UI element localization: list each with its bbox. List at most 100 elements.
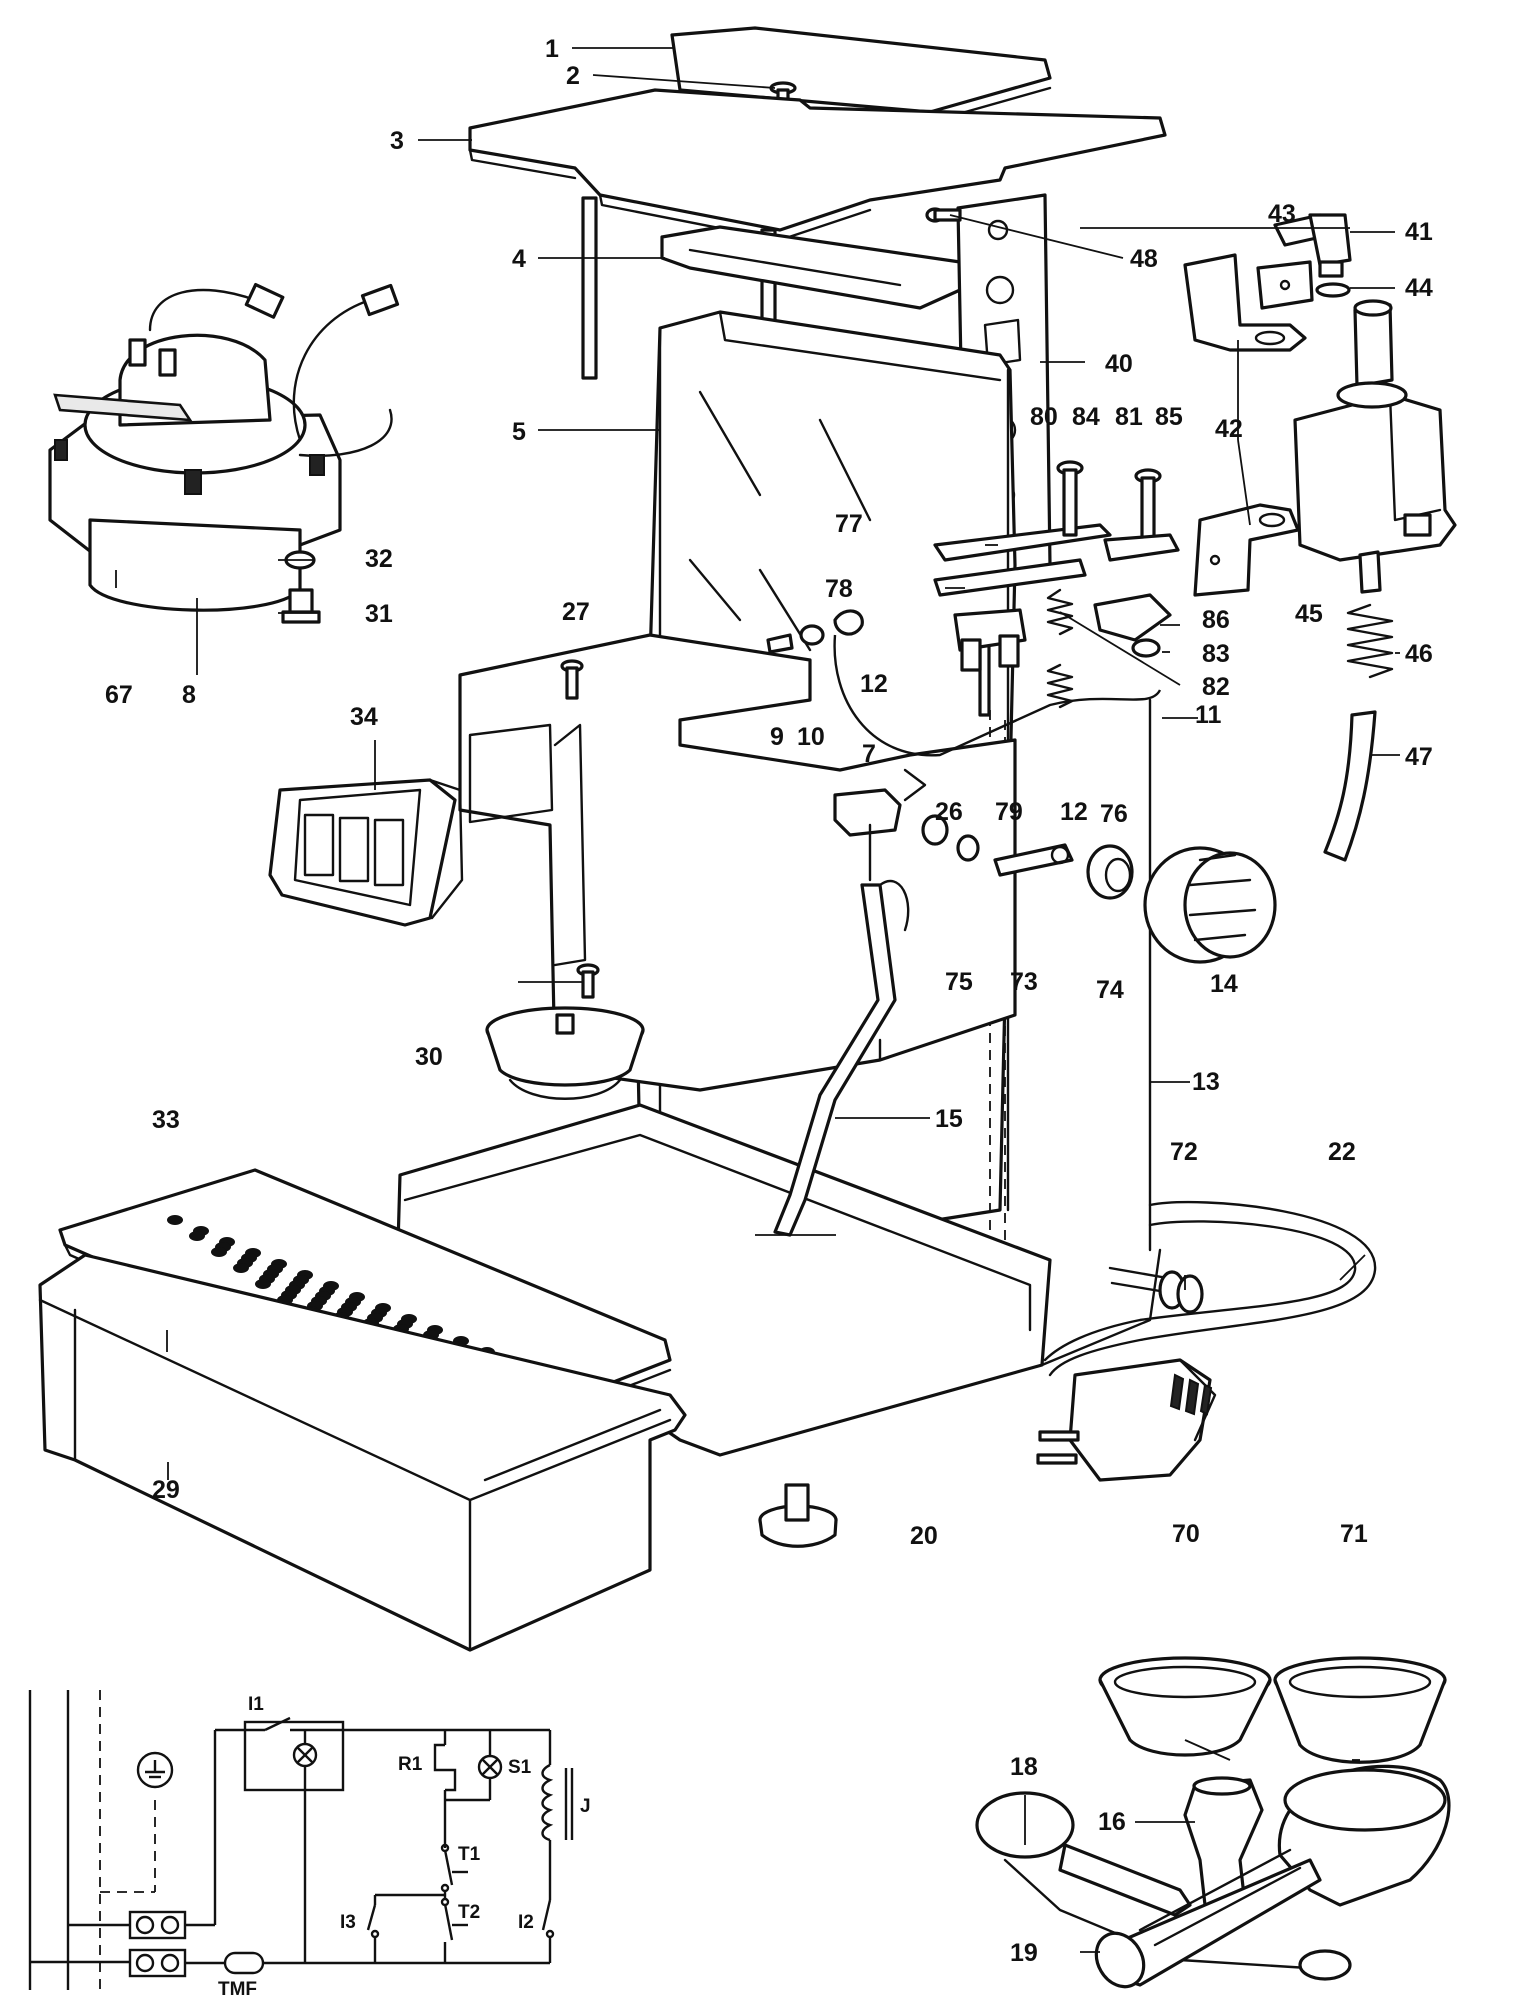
label-part-16: 16: [1098, 1808, 1126, 1836]
label-part-4: 4: [512, 245, 526, 273]
part-45-pump: [1293, 299, 1457, 594]
label-part-70: 70: [1172, 1520, 1200, 1548]
part-2b-screw: [576, 963, 600, 999]
label-part-82: 82: [1202, 673, 1230, 701]
part-47-tube: [1323, 710, 1377, 862]
ground-icon: [136, 1751, 174, 1789]
part-22-power-cord: [1043, 1200, 1377, 1377]
part-75-oring: [956, 834, 980, 862]
plug-icon: [1036, 1358, 1217, 1482]
label-part-86: 86: [1202, 606, 1230, 634]
label-part-20: 20: [910, 1522, 938, 1550]
label-part-27: 27: [562, 598, 590, 626]
part-labels: 1 2 3 4 5 7 8 9 10 11 12 12 13 14 15 16 …: [105, 35, 1433, 1967]
part-4-gasket: [660, 225, 962, 310]
label-part-34: 34: [350, 703, 378, 731]
part-31-screw: [281, 588, 321, 624]
label-part-44: 44: [1405, 274, 1433, 302]
label-part-15: 15: [935, 1105, 963, 1133]
circuit-label-j: J: [580, 1796, 591, 1817]
circuit-label-i2: I2: [518, 1912, 534, 1933]
part-7-steam-valve: [833, 768, 927, 882]
part-12-nut: [833, 609, 864, 636]
label-part-13: 13: [1192, 1068, 1220, 1096]
part-34-switch-panel: [268, 778, 464, 927]
label-part-22: 22: [1328, 1138, 1356, 1166]
label-part-5: 5: [512, 418, 526, 446]
part-29-drip-tray: [38, 1253, 687, 1652]
part-14-knob: [1143, 846, 1277, 964]
circuit-label-tmf: TMF: [218, 1979, 257, 2000]
base: [396, 1103, 1162, 1457]
label-part-84: 84: [1072, 403, 1100, 431]
part-80-screw: [1056, 460, 1084, 537]
label-part-7: 7: [862, 740, 876, 768]
part-78-plate: [933, 558, 1087, 597]
part-9-screw: [766, 633, 794, 654]
part-26-washer: [921, 814, 949, 846]
label-part-77: 77: [835, 510, 863, 538]
label-part-75: 75: [945, 968, 973, 996]
label-part-43: 43: [1268, 200, 1296, 228]
part-86-clip: [1093, 593, 1172, 642]
part-19-portafilter: [1094, 1764, 1451, 1989]
lamp-icon: [477, 1754, 503, 1780]
wire: [833, 634, 1162, 757]
part-27-screw: [560, 659, 584, 700]
part-48-pin: [925, 207, 962, 223]
part-74-nut: [1086, 844, 1134, 900]
label-part-1: 1: [545, 35, 559, 63]
label-part-40: 40: [1105, 350, 1133, 378]
part-73-spindle: [993, 843, 1074, 877]
label-part-67: 67: [105, 681, 133, 709]
label-part-41: 41: [1405, 218, 1433, 246]
part-71-filter-2cup: [1273, 1656, 1447, 1764]
part-10-washer: [799, 624, 825, 646]
drip-grid-hole: [189, 1231, 205, 1241]
label-part-74: 74: [1096, 976, 1124, 1004]
part-46-spring: [1346, 603, 1394, 679]
lamp-icon: [292, 1742, 318, 1768]
label-part-29: 29: [152, 1476, 180, 1504]
leader-lines: [115, 47, 1400, 1953]
drip-grid-hole: [167, 1215, 183, 1225]
circuit-label-i1: I1: [248, 1694, 264, 1715]
circuit-label-r1: R1: [398, 1754, 423, 1775]
part-42-bracket-top: [1183, 253, 1307, 352]
label-part-12: 12: [860, 670, 888, 698]
label-part-10: 10: [797, 723, 825, 751]
part-8-boiler: [48, 282, 400, 612]
label-part-14: 14: [1210, 970, 1238, 998]
label-part-80: 80: [1030, 403, 1058, 431]
drip-grid-hole: [211, 1247, 227, 1257]
part-85-plate: [1103, 533, 1180, 562]
label-part-79: 79: [995, 798, 1023, 826]
label-part-42: 42: [1215, 415, 1243, 443]
circuit-label-t2: T2: [458, 1902, 480, 1923]
label-part-46: 46: [1405, 640, 1433, 668]
label-part-8: 8: [182, 681, 196, 709]
label-part-48: 48: [1130, 245, 1158, 273]
drip-grid-hole: [233, 1263, 249, 1273]
label-part-11: 11: [1195, 701, 1222, 729]
label-part-12b: 12: [1060, 798, 1088, 826]
circuit-label-i3: I3: [340, 1912, 356, 1933]
label-part-3: 3: [390, 127, 404, 155]
label-part-47: 47: [1405, 743, 1433, 771]
label-part-31: 31: [365, 600, 393, 628]
wiring-schematic: TMF I1 R1 S1 T1: [28, 1690, 591, 2000]
part-72-grommet: [1158, 1270, 1204, 1314]
part-12b-spring: [1046, 663, 1074, 709]
label-part-26: 26: [935, 798, 963, 826]
label-part-2: 2: [566, 62, 580, 90]
label-part-72: 72: [1170, 1138, 1198, 1166]
circuit-label-t1: T1: [458, 1844, 481, 1865]
label-part-18: 18: [1010, 1753, 1038, 1781]
label-part-83: 83: [1202, 640, 1230, 668]
part-44-oring: [1315, 282, 1351, 298]
label-part-78: 78: [825, 575, 853, 603]
label-part-9: 9: [770, 723, 784, 751]
label-part-45: 45: [1295, 600, 1323, 628]
part-70-filter-1cup: [1098, 1656, 1272, 1757]
